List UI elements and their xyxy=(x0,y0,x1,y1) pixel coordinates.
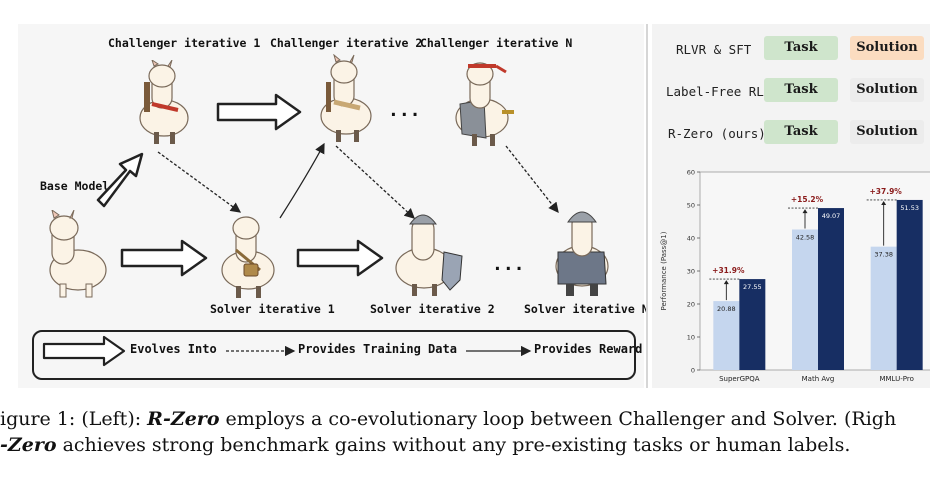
y-tick-label: 30 xyxy=(687,268,695,276)
y-tick-label: 20 xyxy=(687,301,695,309)
row-label-labelfree: Label-Free RL xyxy=(666,84,764,99)
bar-baseline xyxy=(713,301,740,370)
bar-rzero xyxy=(818,208,844,370)
y-tick-label: 10 xyxy=(687,334,695,342)
figure-caption: igure 1: (Left): R-Zero employs a co-evo… xyxy=(0,406,930,458)
bar-value-label: 20.88 xyxy=(717,305,736,313)
panel-divider xyxy=(646,24,648,388)
legend-training-text: Provides Training Data xyxy=(298,342,457,356)
bar-value-label: 27.55 xyxy=(743,283,762,291)
base-model-label: Base Model xyxy=(40,179,110,193)
gain-label: +15.2% xyxy=(791,195,824,204)
challenger-label-n: Challenger iterative N xyxy=(420,36,573,50)
evolve-arrow-solver-1-2 xyxy=(296,239,384,277)
gain-label: +37.9% xyxy=(870,187,903,196)
caption-line-1: igure 1: (Left): R-Zero employs a co-evo… xyxy=(0,406,930,432)
gain-arrow-head xyxy=(723,280,729,285)
x-tick-label: MMLU-Pro xyxy=(879,375,913,383)
gain-arrow-head xyxy=(802,209,808,214)
evolve-arrow-base-to-solver xyxy=(120,239,208,277)
caption-line-2: -Zero achieves strong benchmark gains wi… xyxy=(0,432,930,458)
legend-reward-text: Provides Reward xyxy=(534,342,643,356)
challenger-1-llama xyxy=(139,60,189,144)
ellipsis-top: ... xyxy=(388,100,421,121)
y-tick-label: 50 xyxy=(687,202,695,210)
caption-line-1-pre: igure 1: (Left): xyxy=(0,408,148,430)
solution-pill-rlvr: Solution xyxy=(850,36,924,60)
task-pill-rzero: Task xyxy=(764,120,838,144)
solver-label-n: Solver iterative N xyxy=(524,302,649,316)
training-arrow-1 xyxy=(157,151,242,213)
task-pill-rlvr: Task xyxy=(764,36,838,60)
bar-value-label: 51.53 xyxy=(900,204,919,212)
challenger-label-1: Challenger iterative 1 xyxy=(108,36,261,50)
bar-rzero xyxy=(896,199,923,370)
figure: Challenger iterative 1 Challenger iterat… xyxy=(18,24,930,388)
bar-value-label: 42.58 xyxy=(796,233,815,241)
legend-evolves-text: Evolves Into xyxy=(130,342,217,356)
evolve-arrow-base-to-challenger xyxy=(96,152,144,208)
solver-label-1: Solver iterative 1 xyxy=(210,302,335,316)
caption-line-2-post: achieves strong benchmark gains without … xyxy=(56,434,851,456)
task-pill-labelfree: Task xyxy=(764,78,838,102)
solver-label-2: Solver iterative 2 xyxy=(370,302,495,316)
bar-rzero xyxy=(739,279,766,370)
bar-baseline xyxy=(792,229,818,370)
challenger-label-2: Challenger iterative 2 xyxy=(270,36,423,50)
y-tick-label: 0 xyxy=(691,367,695,375)
base-model-llama xyxy=(49,210,107,298)
solver-1-llama xyxy=(221,216,275,298)
legend-box xyxy=(32,330,636,380)
row-label-rlvr: RLVR & SFT xyxy=(676,42,752,57)
training-arrow-n xyxy=(505,145,559,214)
solver-n-llama xyxy=(555,211,609,296)
gain-arrow-head xyxy=(881,200,887,205)
challenger-2-llama xyxy=(320,54,372,142)
solution-pill-labelfree: Solution xyxy=(850,78,924,102)
caption-line-1-em: R-Zero xyxy=(147,408,220,430)
solution-pill-rzero: Solution xyxy=(850,120,924,144)
training-arrow-2 xyxy=(335,145,415,219)
solver-2-llama xyxy=(395,214,463,296)
x-tick-label: Math Avg xyxy=(802,375,835,383)
y-tick-label: 60 xyxy=(687,169,695,177)
reward-arrow xyxy=(279,142,325,219)
bar-baseline xyxy=(870,246,897,370)
y-tick-label: 40 xyxy=(687,235,695,243)
diagram-arrows xyxy=(96,93,559,277)
challenger-n-llama xyxy=(455,62,514,146)
caption-line-2-em: -Zero xyxy=(0,434,57,456)
gain-label: +31.9% xyxy=(712,266,745,275)
caption-line-1-post: employs a co-evolutionary loop between C… xyxy=(219,408,897,430)
bar-value-label: 37.38 xyxy=(874,251,893,259)
y-axis-label: Performance (Pass@1) xyxy=(660,231,668,310)
diagram-panel: Challenger iterative 1 Challenger iterat… xyxy=(18,24,649,388)
row-label-rzero: R-Zero (ours) xyxy=(668,126,766,141)
ellipsis-bottom: ... xyxy=(492,254,525,275)
x-tick-label: SuperGPQA xyxy=(719,375,760,383)
bar-value-label: 49.07 xyxy=(822,212,841,220)
evolve-arrow-challenger-1-2 xyxy=(216,93,302,131)
